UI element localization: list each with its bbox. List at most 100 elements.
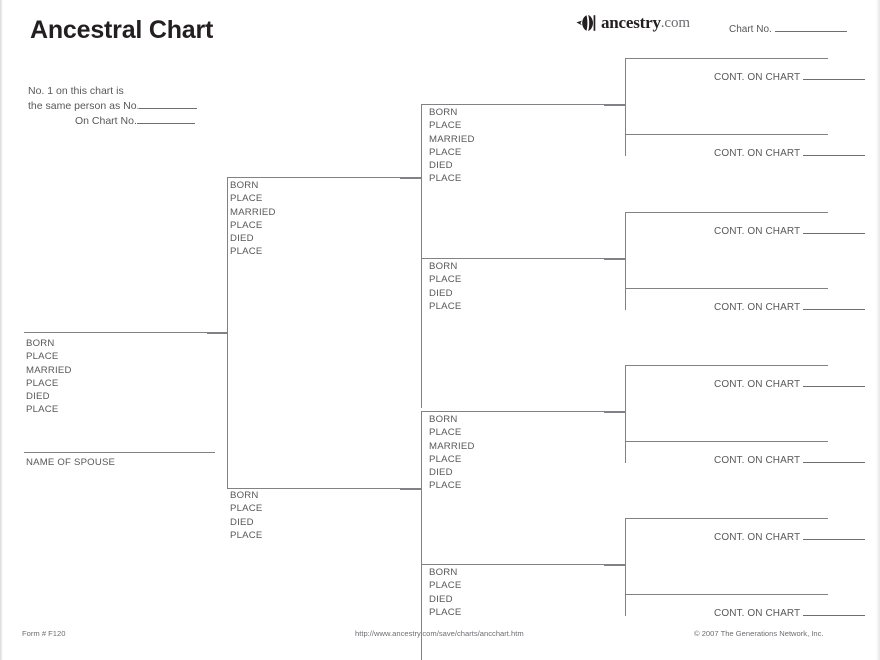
chart-number-label: Chart No. — [729, 24, 772, 35]
gen2-father-field-place1: PLACE — [230, 193, 263, 205]
gen4-name-line-5[interactable] — [625, 365, 828, 366]
gen2-father-field-died: DIED — [230, 233, 254, 245]
gen4-cont-label-6: CONT. ON CHART — [714, 455, 801, 466]
gen4-cont-blank-2[interactable] — [802, 155, 865, 156]
gen3-p3-fields: BORN PLACE MARRIED PLACE DIED PLACE — [429, 413, 475, 493]
gen3-p3-name-line[interactable] — [421, 411, 625, 412]
gen3-p2-field-place1: PLACE — [429, 274, 462, 286]
gen3-p4-field-place1: PLACE — [429, 580, 462, 592]
gen4-cont-row-2[interactable]: CONT. ON CHART — [714, 148, 865, 159]
gen3-p1-field-place2: PLACE — [429, 146, 462, 158]
gen4-name-line-2[interactable] — [625, 134, 828, 135]
gen3-p1-field-place3: PLACE — [429, 173, 462, 185]
logo-tld: .com — [660, 14, 690, 31]
gen1-field-place2: PLACE — [26, 377, 59, 389]
gen4-cont-blank-6[interactable] — [802, 462, 865, 463]
gen2-mother-field-born: BORN — [230, 490, 259, 501]
gen1-field-place1: PLACE — [26, 351, 59, 363]
gen4-cont-row-6[interactable]: CONT. ON CHART — [714, 455, 865, 466]
on-chart-no-blank[interactable] — [136, 123, 195, 124]
connector-gen3-lower-bracket — [421, 411, 422, 660]
connector-gen3-p3-stem — [604, 412, 626, 413]
gen1-field-married: MARRIED — [26, 364, 72, 376]
gen4-name-line-8[interactable] — [625, 594, 828, 595]
connector-gen2-father-stem — [400, 178, 422, 179]
connector-gen1-stem — [207, 333, 228, 334]
gen3-p4-field-died: DIED — [429, 593, 453, 605]
gen4-name-line-1[interactable] — [625, 58, 828, 59]
gen4-cont-row-8[interactable]: CONT. ON CHART — [714, 608, 865, 619]
gen4-cont-blank-7[interactable] — [802, 539, 865, 540]
connector-gen4-bracket-3 — [625, 365, 626, 463]
chart-number-blank[interactable] — [774, 31, 847, 32]
gen4-cont-blank-5[interactable] — [802, 386, 865, 387]
gen1-person-fields: BORN PLACE MARRIED PLACE DIED PLACE — [26, 337, 72, 417]
gen4-cont-blank-4[interactable] — [802, 309, 865, 310]
gen4-cont-blank-3[interactable] — [802, 233, 865, 234]
gen3-p2-name-line[interactable] — [421, 258, 625, 259]
gen3-p3-field-died: DIED — [429, 467, 453, 479]
gen3-p3-field-born: BORN — [429, 414, 458, 425]
gen3-p2-field-died: DIED — [429, 287, 453, 299]
connector-gen2-bracket — [227, 177, 228, 489]
chart-number-field[interactable]: Chart No. — [729, 24, 847, 35]
gen3-p4-field-born: BORN — [429, 567, 458, 578]
gen3-p1-field-died: DIED — [429, 160, 453, 172]
gen1-name-line[interactable] — [24, 332, 227, 333]
connector-gen3-p2-stem — [604, 259, 626, 260]
chart-reference-block: No. 1 on this chart is the same person a… — [28, 84, 198, 129]
footer-url: http://www.ancestry.com/save/charts/ancc… — [355, 629, 524, 638]
gen2-mother-field-died: DIED — [230, 516, 254, 528]
gen1-field-place3: PLACE — [26, 404, 59, 416]
gen2-father-name-line[interactable] — [227, 177, 421, 178]
gen3-p3-field-married: MARRIED — [429, 440, 475, 452]
gen4-cont-row-4[interactable]: CONT. ON CHART — [714, 302, 865, 313]
gen1-field-born: BORN — [26, 338, 55, 349]
gen1-spouse-line[interactable] — [24, 452, 215, 453]
on-chart-no-row: On Chart No. — [28, 114, 197, 129]
ancestry-logo: ancestry.com — [576, 12, 690, 34]
logo-wordmark: ancestry — [601, 13, 661, 32]
gen3-p1-fields: BORN PLACE MARRIED PLACE DIED PLACE — [429, 106, 475, 186]
ancestry-leaf-icon — [576, 14, 600, 32]
gen3-p1-field-married: MARRIED — [429, 133, 475, 145]
gen4-cont-label-4: CONT. ON CHART — [714, 302, 801, 313]
connector-gen3-p1-stem — [604, 105, 626, 106]
gen4-cont-row-7[interactable]: CONT. ON CHART — [714, 532, 865, 543]
gen2-father-field-place2: PLACE — [230, 219, 263, 231]
gen3-p4-name-line[interactable] — [421, 564, 625, 565]
gen3-p3-field-place3: PLACE — [429, 480, 462, 492]
gen1-spouse-label: NAME OF SPOUSE — [26, 457, 116, 468]
gen3-p2-field-born: BORN — [429, 261, 458, 272]
gen4-cont-label-5: CONT. ON CHART — [714, 379, 801, 390]
gen3-p4-field-place2: PLACE — [429, 606, 462, 618]
gen3-p1-field-born: BORN — [429, 107, 458, 118]
gen3-p3-field-place2: PLACE — [429, 453, 462, 465]
gen4-cont-label-3: CONT. ON CHART — [714, 226, 801, 237]
gen4-cont-label-8: CONT. ON CHART — [714, 608, 801, 619]
gen4-cont-row-3[interactable]: CONT. ON CHART — [714, 226, 865, 237]
gen2-mother-name-line[interactable] — [227, 488, 421, 489]
gen2-mother-field-place2: PLACE — [230, 529, 263, 541]
connector-gen3-p4-stem — [604, 565, 626, 566]
connector-gen4-bracket-1 — [625, 58, 626, 156]
gen4-cont-row-5[interactable]: CONT. ON CHART — [714, 379, 865, 390]
gen3-p3-field-place1: PLACE — [429, 427, 462, 439]
page-title: Ancestral Chart — [30, 16, 214, 44]
gen4-cont-blank-1[interactable] — [802, 79, 865, 80]
gen3-p1-field-place1: PLACE — [429, 120, 462, 132]
gen3-p1-name-line[interactable] — [421, 104, 625, 105]
gen4-name-line-7[interactable] — [625, 518, 828, 519]
gen4-name-line-4[interactable] — [625, 288, 828, 289]
connector-gen4-bracket-4 — [625, 518, 626, 616]
footer-form-number: Form # F120 — [22, 629, 66, 638]
gen4-cont-row-1[interactable]: CONT. ON CHART — [714, 72, 865, 83]
gen4-cont-blank-8[interactable] — [802, 615, 865, 616]
gen3-p2-fields: BORN PLACE DIED PLACE — [429, 260, 461, 313]
same-person-blank[interactable] — [139, 108, 198, 109]
gen4-name-line-3[interactable] — [625, 212, 828, 213]
gen4-name-line-6[interactable] — [625, 441, 828, 442]
connector-gen4-bracket-2 — [625, 212, 626, 310]
gen2-father-field-married: MARRIED — [230, 206, 276, 218]
